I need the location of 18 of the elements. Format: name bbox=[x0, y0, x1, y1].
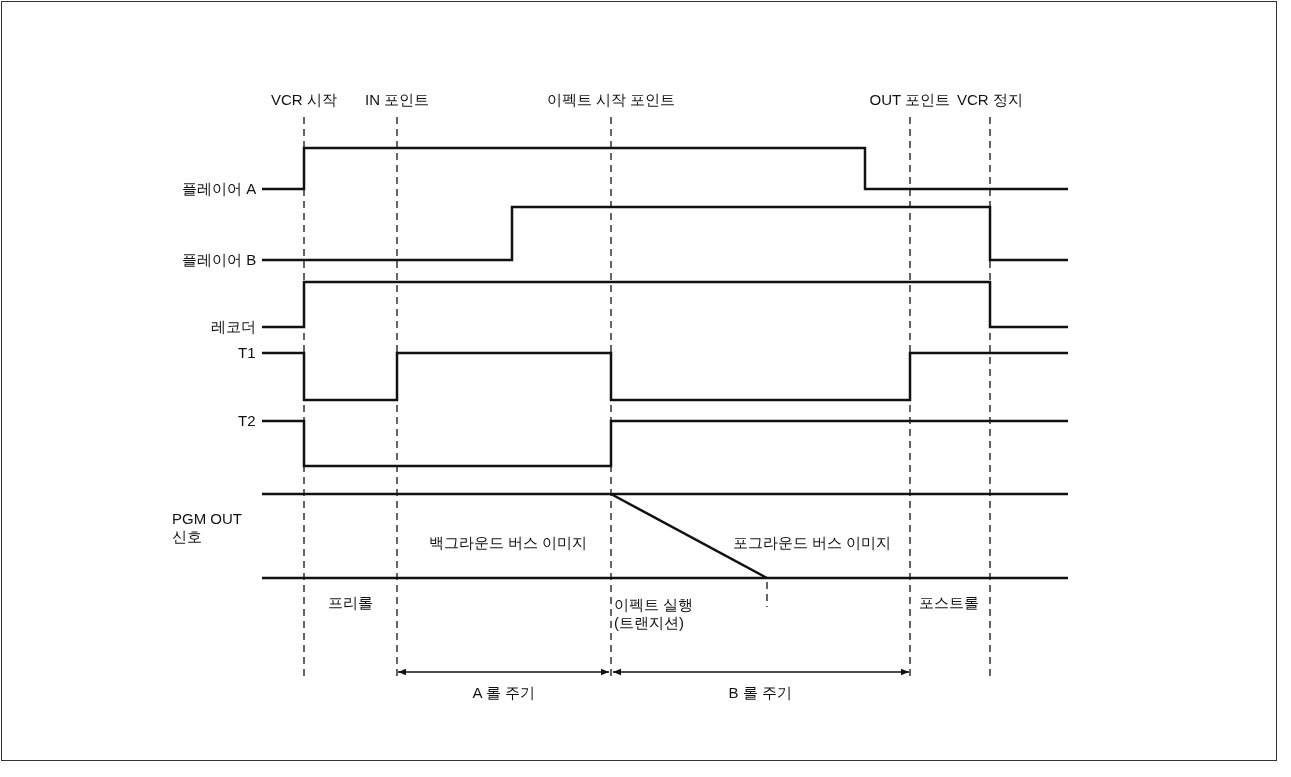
region-label: 포그라운드 버스 이미지 bbox=[733, 534, 892, 552]
duration-label: B 롤 주기 bbox=[728, 684, 792, 702]
duration-label: A 롤 주기 bbox=[472, 684, 535, 702]
signal-label: T1 bbox=[238, 344, 256, 362]
period-label: 포스트롤 bbox=[919, 594, 979, 612]
event-label: VCR 정지 bbox=[957, 91, 1023, 109]
period-label: 이펙트 실행 (트랜지션) bbox=[614, 596, 695, 632]
event-label: OUT 포인트 bbox=[869, 91, 951, 109]
event-label: 이펙트 시작 포인트 bbox=[547, 91, 676, 109]
event-label: VCR 시작 bbox=[271, 91, 337, 109]
signal-label: 플레이어 A bbox=[182, 180, 257, 198]
event-label: IN 포인트 bbox=[365, 91, 430, 109]
signal-label: T2 bbox=[238, 412, 256, 430]
region-label: 백그라운드 버스 이미지 bbox=[429, 534, 588, 552]
signal-label: 레코더 bbox=[211, 318, 256, 336]
period-label: 프리롤 bbox=[327, 594, 373, 612]
signal-label: 플레이어 B bbox=[182, 251, 257, 269]
signal-label: PGM OUT 신호 bbox=[172, 510, 242, 546]
